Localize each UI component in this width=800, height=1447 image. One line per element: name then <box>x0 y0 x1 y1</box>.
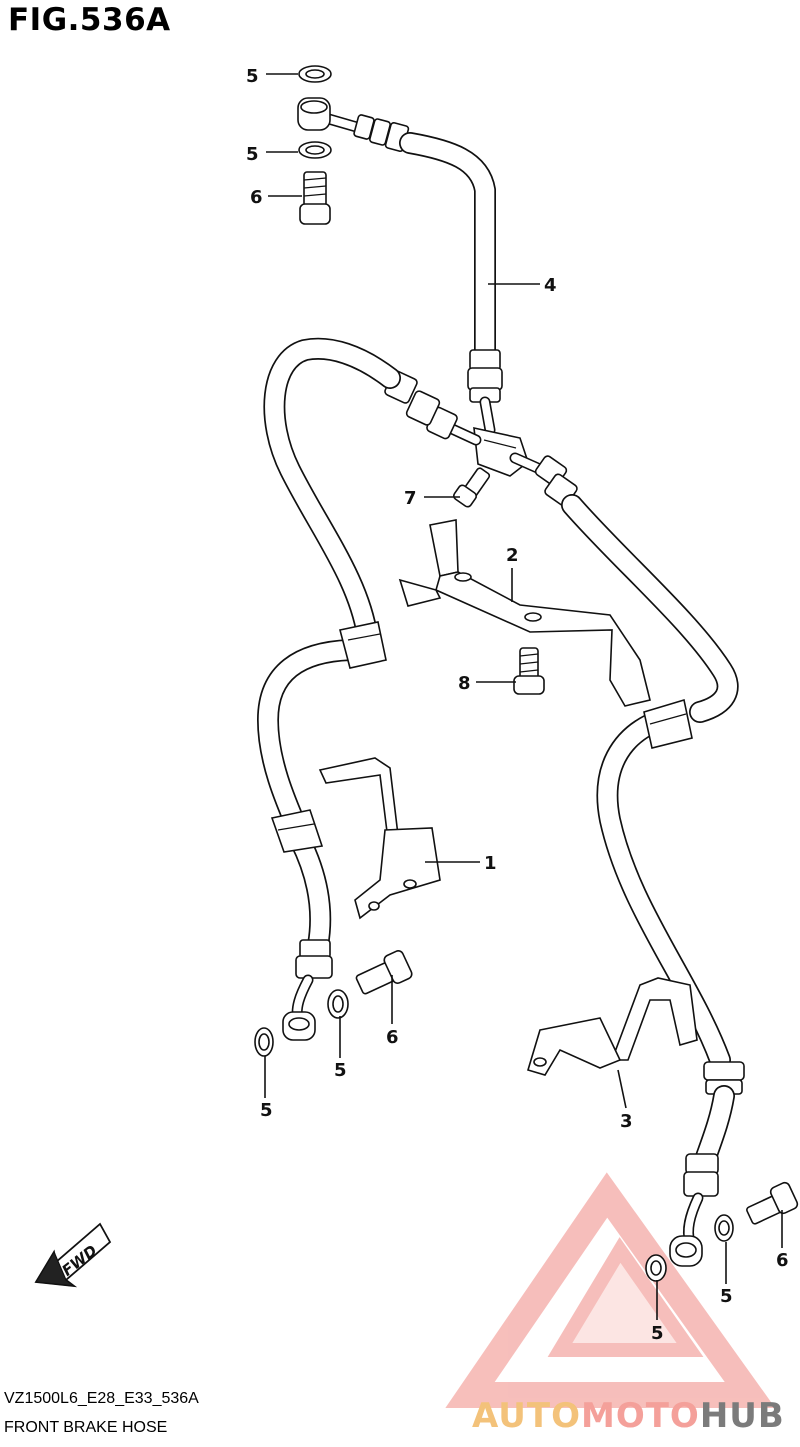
banjo-fitting-left <box>282 1011 316 1041</box>
callout-5: 5 <box>260 1100 273 1121</box>
bolt-6-top <box>299 171 331 225</box>
bolt-7 <box>452 467 491 508</box>
callout-1: 1 <box>484 853 497 874</box>
callout-5: 5 <box>334 1060 347 1081</box>
diagram-code: VZ1500L6_E28_E33_536A <box>4 1390 199 1407</box>
bracket-2 <box>398 519 651 707</box>
callout-8: 8 <box>458 673 471 694</box>
callout-2: 2 <box>506 545 519 566</box>
washer-5-left-a <box>254 1027 274 1057</box>
callout-7: 7 <box>404 488 417 509</box>
washer-5-top-a <box>298 65 332 83</box>
watermark-triangle <box>445 1172 776 1408</box>
callout-5: 5 <box>246 66 259 87</box>
bracket-1 <box>318 757 441 920</box>
callout-5: 5 <box>720 1286 733 1307</box>
figure-title: FIG.536A <box>8 2 171 38</box>
bolt-6-right <box>746 1181 799 1225</box>
diagram-name: FRONT BRAKE HOSE <box>4 1419 168 1436</box>
washer-5-left-b <box>327 989 349 1019</box>
bolt-6-middle <box>355 950 413 995</box>
callout-6: 6 <box>250 187 263 208</box>
banjo-fitting-top <box>297 97 331 131</box>
right-hose-clamp <box>643 698 693 749</box>
hose-4 <box>309 109 503 436</box>
watermark-logo: AUTOMOTOHUB <box>472 1396 785 1436</box>
left-hose-clamp-lower <box>270 809 324 853</box>
washer-5-right-b <box>645 1254 667 1282</box>
callout-6: 6 <box>386 1027 399 1048</box>
three-way-joint <box>473 426 529 477</box>
banjo-fitting-right <box>669 1235 703 1267</box>
callout-5: 5 <box>651 1323 664 1344</box>
callout-4: 4 <box>544 275 557 296</box>
left-hose-clamp-upper <box>339 621 387 669</box>
washer-5-right-a <box>714 1214 734 1242</box>
watermark-part-3: HUB <box>699 1396 785 1436</box>
watermark-part-1: AUTO <box>472 1396 581 1436</box>
leader-lines <box>264 73 783 1320</box>
callout-6: 6 <box>776 1250 789 1271</box>
fwd-direction-arrow: FWD <box>34 1222 112 1288</box>
watermark-part-2: MOTO <box>580 1396 700 1436</box>
callout-3: 3 <box>620 1111 633 1132</box>
bolt-8 <box>513 647 545 695</box>
washer-5-top-b <box>298 141 332 159</box>
bracket-3 <box>527 977 698 1076</box>
left-brake-hose <box>257 337 482 1026</box>
callout-5: 5 <box>246 144 259 165</box>
